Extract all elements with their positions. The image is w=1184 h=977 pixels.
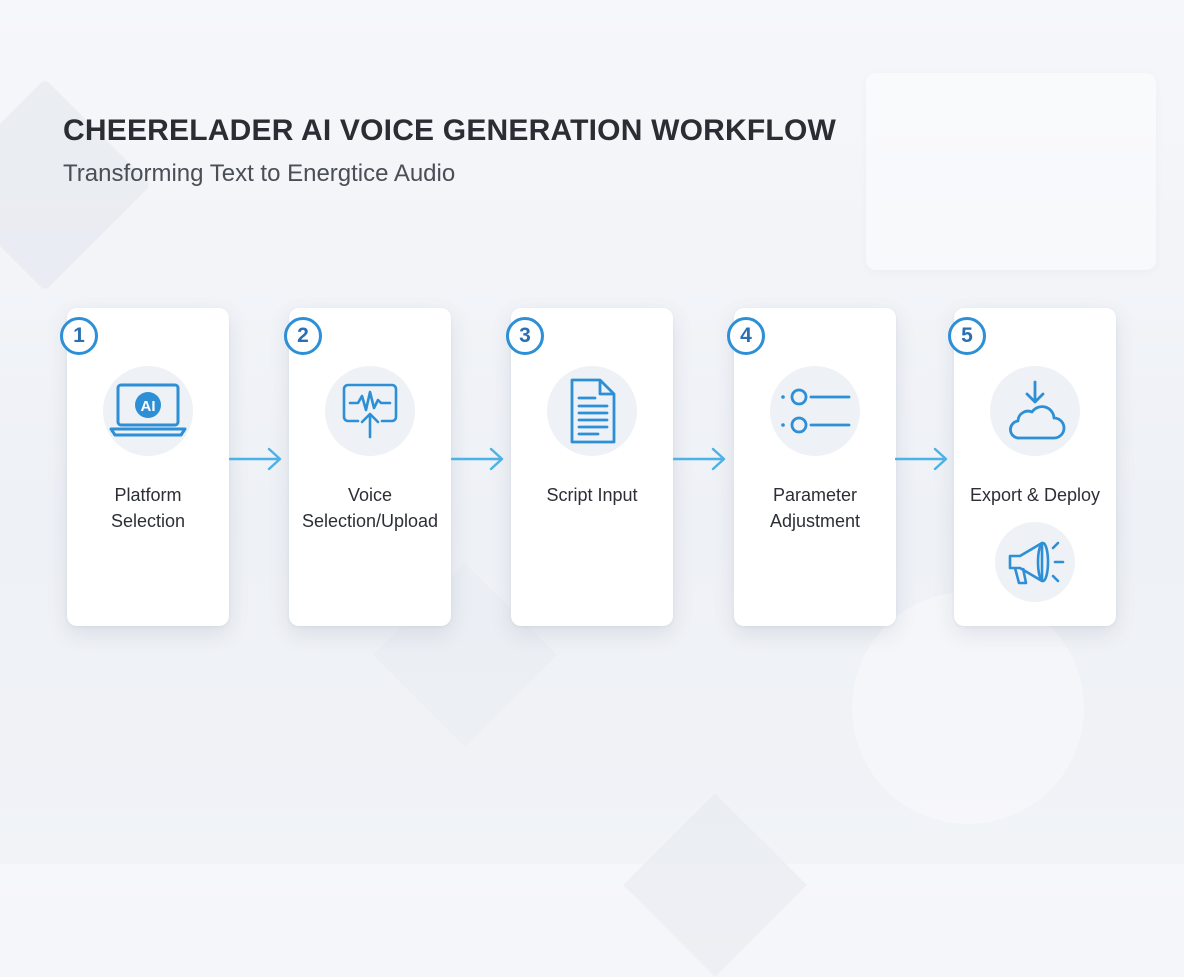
arrow-right-icon bbox=[895, 447, 948, 471]
step-label: Export & Deploy bbox=[958, 482, 1112, 508]
step-label-line: Selection bbox=[110, 511, 186, 531]
background-panel bbox=[866, 73, 1156, 270]
step-label: Platform Selection bbox=[71, 482, 225, 534]
ai-icon-text: AI bbox=[141, 398, 156, 415]
cloud-download-icon bbox=[990, 366, 1080, 456]
step-label-line: Voice bbox=[347, 485, 393, 505]
step-number-badge: 2 bbox=[284, 317, 322, 355]
step-card-script-input: Script Input bbox=[511, 308, 673, 626]
step-label-line: Script Input bbox=[546, 485, 638, 505]
page-title: CHEERELADER AI VOICE GENERATION WORKFLOW bbox=[63, 114, 836, 147]
step-label: Script Input bbox=[515, 482, 669, 508]
step-label-line: Export & Deploy bbox=[969, 485, 1101, 505]
step-label-line: Platform bbox=[114, 485, 182, 505]
step-card-export-deploy: Export & Deploy bbox=[954, 308, 1116, 626]
step-card-platform-selection: AI Platform Selection bbox=[67, 308, 229, 626]
step-label-line: Parameter bbox=[772, 485, 858, 505]
megaphone-icon bbox=[995, 522, 1075, 602]
laptop-ai-icon: AI bbox=[103, 366, 193, 456]
page-subtitle: Transforming Text to Energtice Audio bbox=[63, 160, 456, 187]
arrow-right-icon bbox=[673, 447, 726, 471]
background-circle bbox=[852, 592, 1084, 824]
document-icon bbox=[547, 366, 637, 456]
arrow-right-icon bbox=[451, 447, 504, 471]
background-diamond-bottom bbox=[623, 793, 807, 977]
arrow-right-icon bbox=[229, 447, 282, 471]
voice-upload-icon bbox=[325, 366, 415, 456]
step-label-line: Selection/Upload bbox=[301, 511, 439, 531]
step-number-badge: 5 bbox=[948, 317, 986, 355]
step-card-parameter-adjustment: Parameter Adjustment bbox=[734, 308, 896, 626]
step-label-line: Adjustment bbox=[769, 511, 861, 531]
step-label: Voice Selection/Upload bbox=[293, 482, 447, 534]
step-number-badge: 1 bbox=[60, 317, 98, 355]
sliders-icon bbox=[770, 366, 860, 456]
step-label: Parameter Adjustment bbox=[738, 482, 892, 534]
step-number-badge: 4 bbox=[727, 317, 765, 355]
step-number-badge: 3 bbox=[506, 317, 544, 355]
step-card-voice-selection-upload: Voice Selection/Upload bbox=[289, 308, 451, 626]
